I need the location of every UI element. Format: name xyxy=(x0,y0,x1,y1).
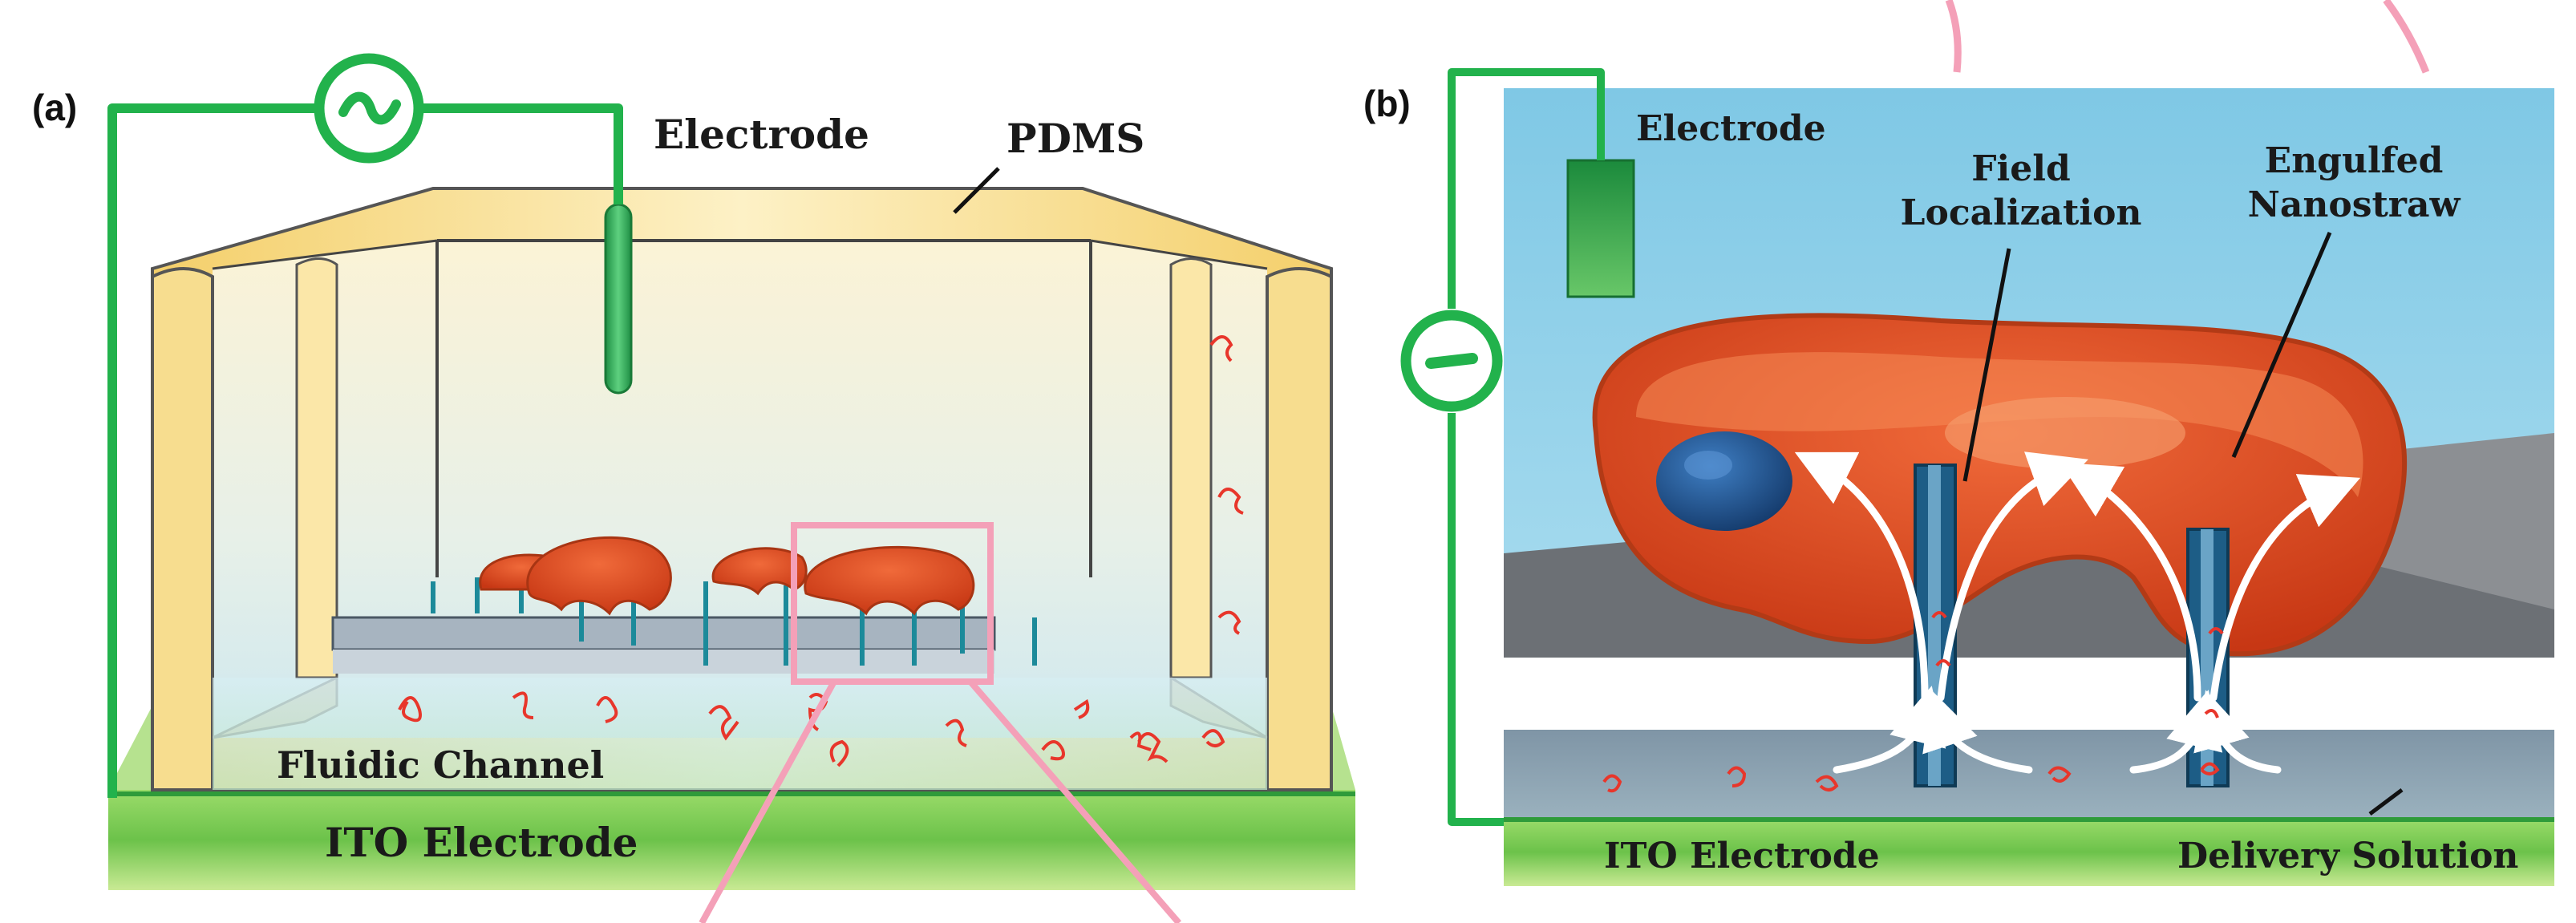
circuit-wire-a xyxy=(107,103,623,798)
molecules-b xyxy=(1602,611,2224,793)
cell-a4 xyxy=(804,545,975,616)
zoom-callout-box xyxy=(791,522,994,685)
membrane-gap xyxy=(1504,658,2554,730)
label-electrode-a: Electrode xyxy=(654,111,869,158)
flow-arrows xyxy=(1794,451,2361,774)
nanostraw-membrane xyxy=(331,616,996,651)
membrane-side xyxy=(333,650,994,674)
panel-a: (a) xyxy=(32,53,1355,923)
cell-top-highlight xyxy=(1636,352,2363,497)
label-electrode-b: Electrode xyxy=(1636,108,1826,149)
chamber-edge-left xyxy=(212,239,438,270)
nucleus-highlight xyxy=(1684,451,1732,480)
zoom-callout-line-left xyxy=(699,680,837,923)
top-electrode xyxy=(604,203,633,395)
nanostraw-b2-lumen xyxy=(2201,529,2213,786)
leader-engulfed-nanostraw xyxy=(2231,232,2332,458)
pdms-left-pillar xyxy=(151,267,214,791)
electrode-block-b xyxy=(1566,159,1635,298)
panel-b: (b) xyxy=(1363,0,2554,886)
ito-electrode-base-b xyxy=(1504,818,2554,886)
cell-a2 xyxy=(526,536,672,616)
pdms-left-inner-wall xyxy=(295,257,338,679)
pdms-leader-line xyxy=(953,167,1000,214)
nucleus xyxy=(1656,431,1792,531)
label-ito-electrode-a: ITO Electrode xyxy=(325,819,638,866)
label-delivery-solution: Delivery Solution xyxy=(2177,836,2518,876)
nanostraw-b1-lumen xyxy=(1928,465,1941,786)
pdms-right-inner-wall xyxy=(1169,257,1213,679)
label-fluidic-channel: Fluidic Channel xyxy=(277,743,604,787)
fluidic-channel xyxy=(213,678,1267,790)
cell-a3 xyxy=(711,547,808,596)
callout-arc-right xyxy=(2383,0,2430,74)
sine-wave-glyph xyxy=(338,91,401,125)
label-field-line2: Localization xyxy=(1901,192,2142,233)
chamber-edge-right xyxy=(1090,239,1268,270)
zoom-callout-line-right xyxy=(967,679,1182,923)
ito-electrode-base xyxy=(108,790,1355,890)
callout-arc-left xyxy=(1945,0,1962,73)
panel-b-tag: (b) xyxy=(1363,83,1411,124)
label-engulfed-line1: Engulfed xyxy=(2265,140,2444,181)
circuit-wire-b xyxy=(1448,68,1605,826)
cells-a xyxy=(479,536,975,616)
panel-a-tag: (a) xyxy=(32,87,77,128)
delivery-solution-layer xyxy=(1504,730,2554,834)
label-engulfed-line2: Nanostraw xyxy=(2248,184,2461,225)
label-field-line1: Field xyxy=(1971,148,2070,189)
cell-dimple xyxy=(1945,397,2185,469)
label-ito-electrode-b: ITO Electrode xyxy=(1604,836,1880,876)
label-pdms: PDMS xyxy=(1007,115,1144,162)
pulse-glyph xyxy=(1425,353,1478,369)
leader-field-localization xyxy=(1962,248,2011,482)
leader-delivery-solution xyxy=(2368,788,2404,816)
pdms-right-pillar xyxy=(1266,267,1333,791)
